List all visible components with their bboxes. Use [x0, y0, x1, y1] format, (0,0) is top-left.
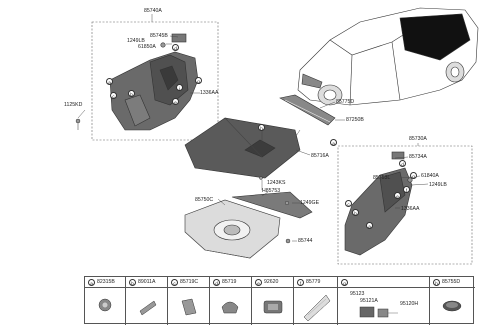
leader-lines	[77, 14, 429, 242]
label-85730A: 85730A	[409, 136, 427, 142]
callout-f-right: f	[403, 186, 410, 193]
label-85716A: 85716A	[311, 153, 329, 159]
label-85753L: 85753L	[373, 175, 391, 181]
label-87250B: 87250B	[346, 117, 364, 123]
label-1336AA-right: 1336AA	[401, 206, 420, 212]
callout-a-sill: a	[330, 139, 337, 146]
legend-callout-b: b	[129, 278, 136, 286]
label-1249GE: 1249GE	[300, 200, 320, 206]
legend-callout-g: g	[341, 278, 348, 286]
plug-icon	[442, 300, 462, 312]
label-1336AA-left: 1336AA	[200, 90, 219, 96]
callout-e-left: e	[172, 98, 179, 105]
callout-a-right: a	[366, 222, 373, 229]
left-assembly-box	[91, 21, 219, 141]
legend-callout-c: c	[171, 278, 178, 286]
callout-c-left: c	[110, 92, 117, 99]
callout-h: h	[258, 124, 265, 131]
legend-part-g-95123: 95123	[350, 291, 365, 297]
right-trim-panel	[344, 151, 413, 256]
legend-part-d: 85719	[222, 279, 237, 285]
label-85744: 85744	[298, 238, 313, 244]
label-61840A: 61840A	[421, 173, 439, 179]
legend-callout-a: a	[88, 278, 95, 286]
legend-cell-g: g 95123 95121A 95120H	[338, 277, 430, 325]
legend-part-g-95121A: 95121A	[360, 298, 378, 304]
luggage-board	[184, 117, 301, 179]
callout-d-left: d	[172, 44, 179, 51]
legend-part-h: 85755D	[442, 279, 461, 285]
label-85750C: 85750C	[195, 197, 214, 203]
label-85775D: 85775D	[336, 99, 355, 105]
legend-part-b: 89011A	[138, 279, 156, 285]
label-61850A: 61850A	[138, 44, 156, 50]
fasteners	[75, 118, 291, 244]
callout-g-left: g	[195, 77, 202, 84]
label-H85753: H85753	[262, 188, 281, 194]
left-trim-panel	[109, 33, 199, 131]
cover-panel	[231, 191, 313, 219]
label-85745B: 85745B	[150, 33, 168, 39]
label-1249LB-left: 1249LB	[127, 38, 145, 44]
legend-part-f: 85779	[306, 279, 321, 285]
switch-icon	[359, 306, 398, 318]
callout-d-right: d	[399, 160, 406, 167]
callout-b-right: b	[352, 209, 359, 216]
callout-e-right: e	[394, 192, 401, 199]
callout-a-left: a	[106, 78, 113, 85]
luggage-tray	[184, 199, 281, 259]
legend-part-g-95120H: 95120H	[400, 301, 419, 307]
right-assembly-box	[337, 145, 473, 265]
car-illustration	[297, 7, 479, 106]
trunk-sill-plate	[279, 94, 336, 126]
grommet-icon	[98, 298, 112, 312]
legend-part-a: 82315B	[97, 279, 115, 285]
label-1249LB-right: 1249LB	[429, 182, 447, 188]
legend-callout-f: f	[297, 278, 304, 286]
callout-g-right: g	[410, 172, 417, 179]
bumper-icon	[221, 301, 239, 314]
legend-callout-e: e	[255, 278, 262, 286]
label-1125KD: 1125KD	[64, 102, 83, 108]
callout-b-left: b	[128, 90, 135, 97]
label-85734A: 85734A	[409, 154, 427, 160]
legend-callout-h: h	[433, 278, 440, 286]
pad-icon	[139, 300, 157, 316]
callout-c-right: c	[345, 200, 352, 207]
clip-icon	[181, 298, 197, 316]
lamp-icon	[263, 300, 283, 314]
legend-part-c: 85719C	[180, 279, 199, 285]
label-85740A: 85740A	[144, 8, 162, 14]
net-icon	[303, 294, 331, 322]
legend-callout-d: d	[213, 278, 220, 286]
label-1243KS: 1243KS	[267, 180, 286, 186]
callout-i-left: i	[176, 84, 183, 91]
legend-part-e: 92620	[264, 279, 279, 285]
